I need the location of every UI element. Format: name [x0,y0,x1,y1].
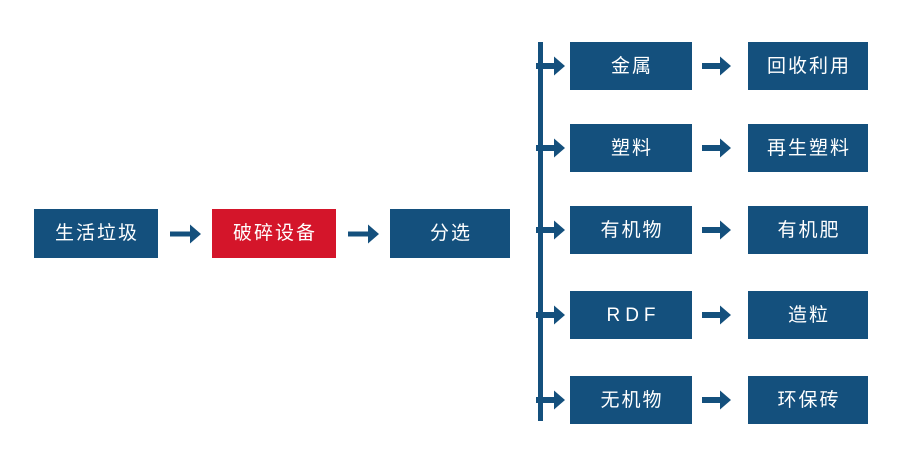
arrow-right-icon [702,54,732,78]
branch-material-label: 无机物 [600,389,664,411]
branch-material-inorganic[interactable]: 无机物 [570,376,692,424]
arrow-right-icon [702,388,732,412]
arrow-right-icon [536,303,566,327]
branch-material-label: 有机物 [600,219,664,241]
branch-material-label: 金属 [610,55,653,77]
branch-material-label: RDF [606,304,661,326]
branch-product-granulation[interactable]: 造粒 [748,291,868,339]
branch-material-rdf[interactable]: RDF [570,291,692,339]
flow-node-label: 破碎设备 [232,223,317,244]
flow-node-crushing-equipment[interactable]: 破碎设备 [212,209,336,258]
branch-product-label: 有机肥 [777,219,841,241]
flow-node-sorting[interactable]: 分选 [390,209,510,258]
branch-product-label: 造粒 [787,304,830,326]
branch-product-label: 回收利用 [766,55,851,77]
branch-material-metal[interactable]: 金属 [570,42,692,90]
branch-product-organic-fertilizer[interactable]: 有机肥 [748,206,868,254]
branch-product-label: 再生塑料 [766,137,851,159]
arrow-right-icon [702,303,732,327]
branch-product-label: 环保砖 [777,389,841,411]
arrow-right-icon [702,218,732,242]
branch-product-eco-brick[interactable]: 环保砖 [748,376,868,424]
flow-node-label: 分选 [429,223,472,244]
branch-material-plastic[interactable]: 塑料 [570,124,692,172]
arrow-right-icon [536,218,566,242]
flow-node-domestic-waste[interactable]: 生活垃圾 [34,209,158,258]
branch-product-recycling[interactable]: 回收利用 [748,42,868,90]
branch-material-label: 塑料 [610,137,653,159]
arrow-right-icon [536,54,566,78]
branch-product-recycled-plastic[interactable]: 再生塑料 [748,124,868,172]
arrow-right-icon [170,221,202,247]
flow-node-label: 生活垃圾 [54,223,139,244]
arrow-right-icon [702,136,732,160]
arrow-right-icon [536,388,566,412]
arrow-right-icon [536,136,566,160]
arrow-right-icon [348,221,380,247]
branch-material-organic[interactable]: 有机物 [570,206,692,254]
